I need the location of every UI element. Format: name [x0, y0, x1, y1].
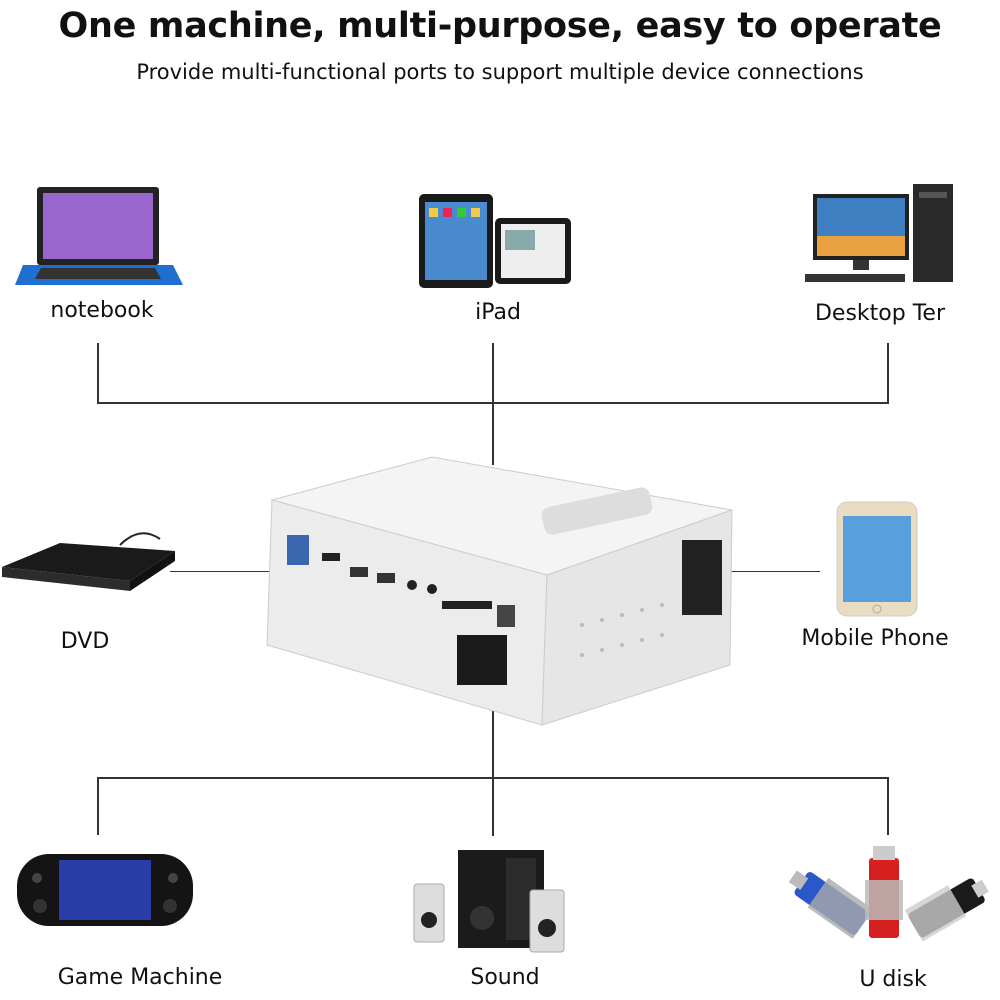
sound-label: Sound — [470, 965, 540, 990]
connector-line — [170, 571, 270, 572]
notebook-label: notebook — [50, 298, 154, 323]
connector-line — [97, 777, 99, 835]
game-machine-label: Game Machine — [57, 965, 223, 990]
page-title: One machine, multi-purpose, easy to oper… — [58, 6, 942, 46]
connector-line — [97, 402, 889, 404]
projector-image — [266, 456, 734, 726]
connector-line — [97, 343, 99, 404]
page-subtitle: Provide multi-functional ports to suppor… — [136, 60, 864, 84]
sound-image — [413, 850, 565, 953]
notebook-image — [15, 187, 183, 285]
desktop-image — [805, 184, 953, 282]
ipad-label: iPad — [475, 300, 521, 325]
mobile-phone-label: Mobile Phone — [801, 626, 949, 651]
u-disk-image — [788, 846, 989, 942]
connector-line — [97, 777, 889, 779]
ipad-image — [419, 194, 571, 288]
desktop-label: Desktop Ter — [814, 301, 945, 326]
mobile-phone-image — [836, 501, 918, 617]
connector-line — [887, 343, 889, 404]
game-machine-image — [17, 854, 193, 926]
u-disk-label: U disk — [859, 967, 927, 992]
connector-line — [492, 343, 494, 465]
dvd-image — [2, 532, 175, 591]
dvd-label: DVD — [60, 629, 110, 654]
connector-line — [730, 571, 820, 572]
connector-line — [492, 700, 494, 836]
connector-line — [887, 777, 889, 835]
